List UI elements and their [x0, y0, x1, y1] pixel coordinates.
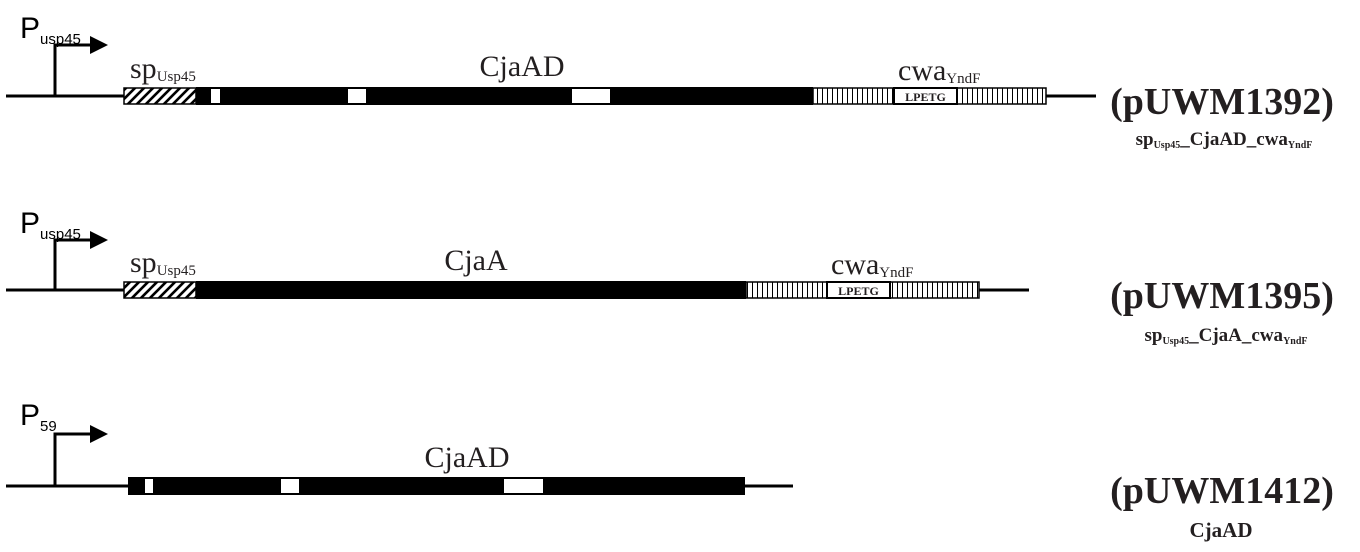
construct-name: spUsp45_CjaA_cwaYndF: [1144, 325, 1307, 347]
antigen-gap: [281, 479, 299, 493]
construct-puwm1395: Pusp45 LPETG spUsp45 CjaA cwaYndF (pUWM1…: [6, 207, 1334, 347]
plasmid-label: (pUWM1395): [1110, 275, 1334, 317]
promoter-arrow: [53, 36, 108, 96]
lpetg-box: [893, 87, 958, 105]
promoter-label: Pusp45: [20, 12, 81, 48]
construct-puwm1412: P59 CjaAD (pUWM1412) CjaAD: [6, 399, 1334, 542]
signal-peptide-block: [123, 281, 197, 299]
cwa-label: cwaYndF: [831, 248, 913, 281]
promoter-arrow: [53, 231, 108, 290]
lpetg-motif-label: LPETG: [905, 90, 946, 104]
signal-peptide-label: spUsp45: [130, 246, 196, 279]
promoter-arrow: [53, 425, 108, 486]
antigen-label: CjaAD: [425, 441, 510, 474]
antigen-label: CjaA: [444, 244, 508, 277]
antigen-gap: [145, 479, 153, 493]
construct-puwm1392: Pusp45 LPETG spUsp45 CjaAD cwaYndF (pUWM…: [6, 12, 1334, 151]
plasmid-label: (pUWM1392): [1110, 81, 1334, 123]
antigen-label: CjaAD: [480, 50, 565, 83]
promoter-label: P59: [20, 399, 57, 435]
antigen-gap: [504, 479, 543, 493]
signal-peptide-label: spUsp45: [130, 52, 196, 85]
antigen-gap: [572, 89, 610, 103]
promoter-label: Pusp45: [20, 207, 81, 243]
lpetg-box: [826, 281, 891, 299]
cwa-label: cwaYndF: [898, 54, 980, 87]
lpetg-motif-label: LPETG: [838, 284, 879, 298]
antigen-block: [196, 281, 746, 299]
construct-name: spUsp45_CjaAD_cwaYndF: [1136, 129, 1313, 151]
antigen-block: [196, 87, 813, 105]
antigen-gap: [211, 89, 220, 103]
antigen-gap: [348, 89, 366, 103]
signal-peptide-block: [123, 87, 197, 105]
antigen-block: [128, 477, 745, 495]
construct-name: CjaAD: [1190, 518, 1253, 542]
plasmid-label: (pUWM1412): [1110, 470, 1334, 512]
